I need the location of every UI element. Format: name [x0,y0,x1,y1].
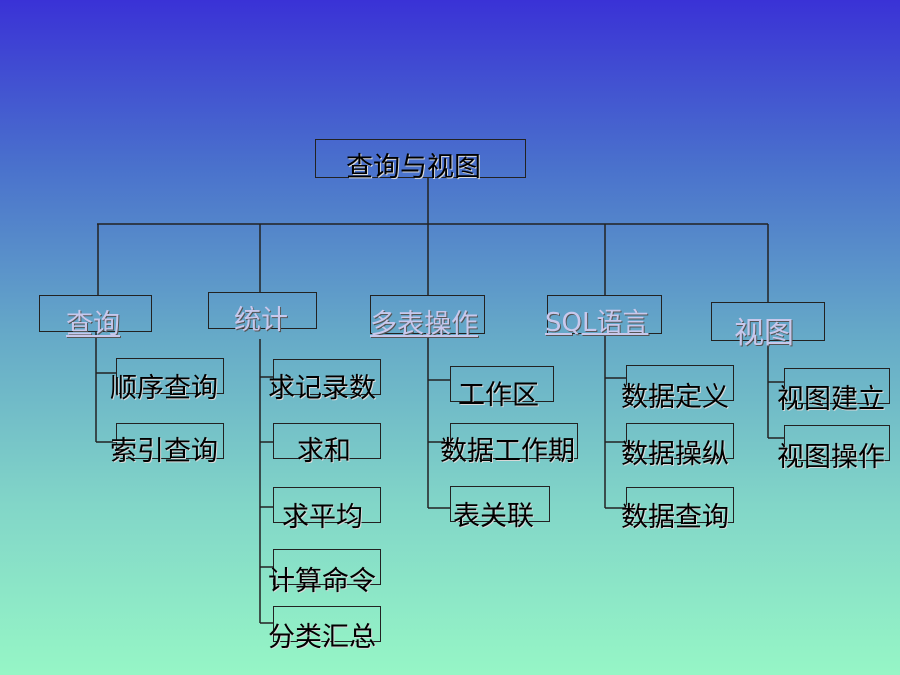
item-box [273,487,381,523]
item-label: 顺序查询 [110,373,218,404]
item-label: 视图建立 [777,384,885,415]
root-label: 查询与视图 [346,152,481,183]
item-label: 计算命令 [268,566,376,597]
item-box [784,425,890,461]
item-label: 数据工作期 [440,436,575,467]
category-link-multitable[interactable]: 多表操作 [370,309,478,340]
item-label: 分类汇总 [268,622,376,653]
item-box [116,358,224,394]
root-box [315,139,526,178]
item-box [116,423,224,459]
item-box [273,423,381,459]
category-box-multitable [370,295,485,334]
item-label: 数据查询 [621,502,729,533]
category-box-sql [547,295,662,334]
item-box [784,368,890,404]
category-link-view[interactable]: 视图 [734,316,794,351]
item-box [273,606,381,642]
category-box-stats [208,292,317,329]
category-link-stats[interactable]: 统计 [234,305,288,336]
item-label: 表关联 [453,501,534,532]
item-label: 工作区 [458,380,539,411]
item-label: 索引查询 [110,436,218,467]
item-box [626,365,734,401]
item-label: 求记录数 [268,373,376,404]
item-label: 视图操作 [777,442,885,473]
item-box [450,423,578,459]
item-box [450,366,554,402]
item-label: 数据定义 [621,382,729,413]
item-label: 数据操纵 [621,439,729,470]
item-box [273,549,381,585]
item-box [626,487,734,523]
item-label: 求平均 [282,502,363,533]
item-label: 求和 [297,436,351,467]
item-box [450,486,550,522]
category-box-query [39,295,152,332]
category-link-sql[interactable]: SQL语言 [545,308,649,338]
category-box-view [711,302,825,341]
item-box [273,359,381,395]
item-box [626,423,734,459]
category-link-query[interactable]: 查询 [66,309,120,340]
